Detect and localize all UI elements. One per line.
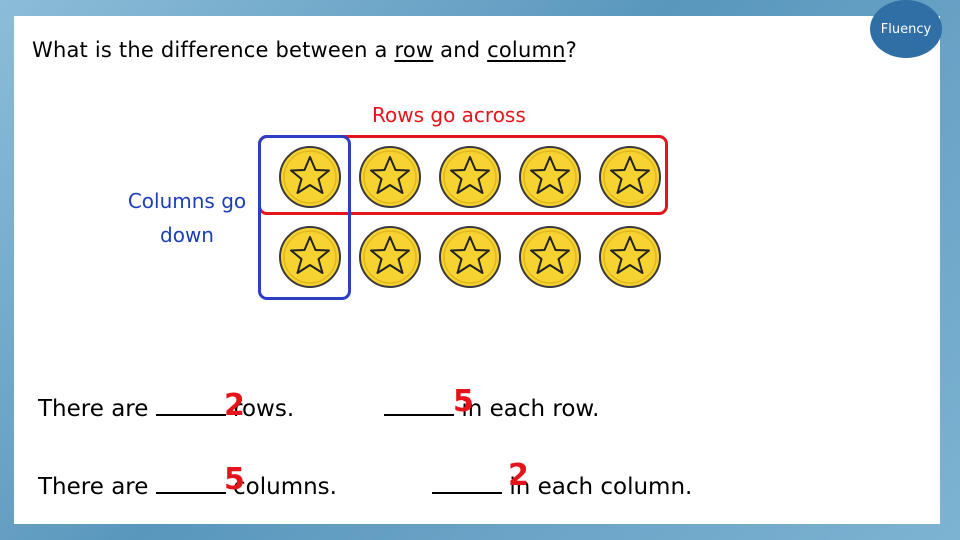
gold-star-coin-icon xyxy=(358,225,422,289)
column-highlight-box xyxy=(258,135,351,300)
per-row-statement-after: in each row. xyxy=(461,396,600,422)
rows-answer: 2 xyxy=(224,388,245,423)
question-heading: What is the difference between a row and… xyxy=(32,38,577,62)
columns-statement-before: There are xyxy=(38,474,149,500)
rows-statement-before: There are xyxy=(38,396,149,422)
fluency-badge: Fluency xyxy=(870,0,942,58)
rows-statement-after: rows. xyxy=(233,396,295,422)
columns-go-down-label: Columns go down xyxy=(127,189,247,247)
gold-star-coin-icon xyxy=(278,225,342,289)
per-column-answer: 2 xyxy=(508,458,529,493)
columns-blank xyxy=(155,474,226,494)
per-row-statement: in each row. xyxy=(384,396,599,422)
badge-label: Fluency xyxy=(880,21,932,37)
per-column-statement: in each column. xyxy=(432,474,692,500)
gold-star-coin-icon xyxy=(518,225,582,289)
columns-statement: There are columns. xyxy=(38,474,337,500)
per-row-answer: 5 xyxy=(453,384,474,419)
question-prefix: What is the difference between a xyxy=(32,38,395,62)
gold-star-coin-icon xyxy=(598,145,662,209)
gold-star-coin-icon xyxy=(518,145,582,209)
per-column-statement-after: in each column. xyxy=(509,474,693,500)
per-row-blank xyxy=(384,396,454,416)
gold-star-coin-icon xyxy=(278,145,342,209)
rows-blank xyxy=(155,396,226,416)
column-word: column xyxy=(487,38,566,62)
row-word: row xyxy=(394,38,434,62)
question-suffix: ? xyxy=(565,38,578,62)
gold-star-coin-icon xyxy=(358,145,422,209)
columns-statement-after: columns. xyxy=(233,474,337,500)
gold-star-coin-icon xyxy=(438,145,502,209)
gold-star-coin-icon xyxy=(438,225,502,289)
per-column-blank xyxy=(432,474,502,494)
rows-statement: There are rows. xyxy=(38,396,294,422)
rows-go-across-label: Rows go across xyxy=(372,103,526,127)
question-middle: and xyxy=(433,38,488,62)
gold-star-coin-icon xyxy=(598,225,662,289)
columns-answer: 5 xyxy=(224,462,245,497)
